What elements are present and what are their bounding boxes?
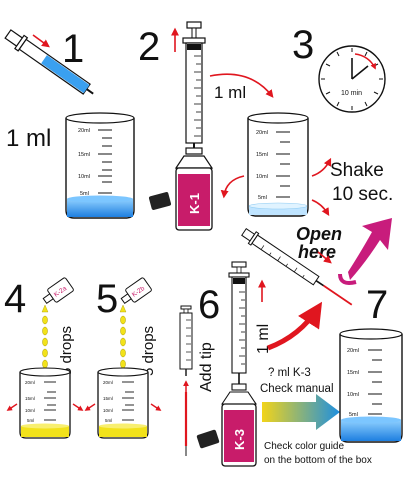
step-5-swirl-left bbox=[84, 403, 96, 411]
step-7-vessel: 20ml 15ml 10ml 5ml bbox=[339, 328, 403, 443]
step-1-volume: 1 ml bbox=[6, 125, 51, 152]
step-6-number: 6 bbox=[198, 283, 220, 327]
k3-label-panel bbox=[224, 410, 254, 462]
step-2-cap bbox=[148, 192, 172, 210]
s3-scale-10ml: 10ml bbox=[256, 174, 268, 180]
step-1-blue-liquid bbox=[67, 199, 133, 217]
step-7-number: 7 bbox=[366, 283, 388, 327]
step-7-blue-liquid bbox=[341, 420, 401, 441]
step-6-note-line2: Check manual bbox=[260, 383, 334, 395]
step-2-volume: 1 ml bbox=[214, 83, 246, 102]
color-guide-line2: on the bottom of the box bbox=[264, 455, 372, 466]
step-7: 7 20ml 15ml 10ml bbox=[241, 227, 403, 443]
s7-scale-15ml: 15ml bbox=[347, 370, 359, 376]
step-5-number: 5 bbox=[96, 277, 118, 321]
s5-scale-15ml: 15ml bbox=[103, 396, 113, 401]
step-6-add-tip: Add tip bbox=[198, 342, 215, 392]
step-6-cap bbox=[196, 429, 220, 449]
scale-20ml: 20ml bbox=[78, 128, 90, 134]
step-5-vessel: 20ml 15ml 10ml 5ml bbox=[97, 367, 149, 439]
step-4-swirl-right bbox=[72, 403, 84, 411]
shake-time: 10 sec. bbox=[332, 184, 393, 205]
step-1-number: 1 bbox=[62, 27, 84, 71]
k1-label: K-1 bbox=[187, 193, 202, 214]
step-3-timer-icon: 10 min bbox=[318, 45, 386, 113]
shake-arrow-left bbox=[220, 175, 245, 199]
step-2-transfer-arrow bbox=[209, 73, 274, 98]
step-1: 1 1 ml 20ml 15ml 10ml 5ml bbox=[4, 27, 135, 219]
step-4-swirl-left bbox=[6, 403, 18, 411]
step-7-syringe bbox=[241, 227, 353, 306]
color-guide-line1: Check color guide bbox=[264, 441, 344, 452]
step-5: 5 K-2b 5 drops 20ml 15ml 10ml 5ml bbox=[84, 277, 162, 439]
open-here-line2: here bbox=[298, 242, 336, 262]
step-5-yellow-liquid bbox=[99, 426, 147, 437]
scale-5ml: 5ml bbox=[80, 191, 89, 197]
step-6-transfer-arrow bbox=[267, 301, 323, 351]
step-7-push-arrow bbox=[317, 251, 332, 264]
s5-scale-20ml: 20ml bbox=[103, 380, 113, 385]
s7-scale-20ml: 20ml bbox=[347, 348, 359, 354]
step-4-yellow-liquid bbox=[21, 426, 69, 437]
s5-scale-5ml: 5ml bbox=[105, 418, 112, 423]
step-4-drops-label: 5 drops bbox=[58, 326, 75, 376]
step-5-swirl-right bbox=[150, 403, 162, 411]
step-5-dropper: K-2b bbox=[120, 277, 152, 305]
k3-label: K-3 bbox=[232, 429, 247, 450]
step-3: 3 10 min bbox=[220, 23, 393, 217]
step-3-number: 3 bbox=[292, 23, 314, 67]
shake-label: Shake bbox=[330, 160, 384, 181]
k1-label-panel bbox=[178, 174, 210, 226]
step-6-syringe bbox=[228, 261, 250, 384]
step-5-drops-label: 5 drops bbox=[140, 326, 157, 376]
step-2-syringe bbox=[182, 21, 206, 152]
step-2-number: 2 bbox=[138, 25, 160, 69]
s4-scale-5ml: 5ml bbox=[27, 418, 34, 423]
s5-scale-10ml: 10ml bbox=[103, 408, 113, 413]
step-6-bottle: K-3 bbox=[220, 383, 258, 467]
open-here-line1: Open bbox=[296, 224, 342, 244]
step-6-tip-syringe bbox=[179, 305, 193, 456]
step-6-note-line1: ? ml K-3 bbox=[268, 367, 311, 379]
color-guide-arrow bbox=[262, 394, 340, 430]
s3-scale-15ml: 15ml bbox=[256, 152, 268, 158]
s7-scale-5ml: 5ml bbox=[349, 412, 358, 418]
timer-label: 10 min bbox=[341, 90, 362, 97]
s4-scale-20ml: 20ml bbox=[25, 380, 35, 385]
step-3-vessel: 20ml 15ml 10ml 5ml bbox=[247, 112, 309, 217]
step-2: 2 K-1 1 ml bbox=[138, 21, 274, 231]
step-1-syringe bbox=[4, 29, 94, 95]
open-here-arrow bbox=[348, 218, 392, 280]
s4-scale-15ml: 15ml bbox=[25, 396, 35, 401]
scale-15ml: 15ml bbox=[78, 152, 90, 158]
step-4-vessel: 20ml 15ml 10ml 5ml bbox=[19, 367, 71, 439]
k2b-drops bbox=[120, 315, 126, 369]
s3-scale-20ml: 20ml bbox=[256, 130, 268, 136]
s4-scale-10ml: 10ml bbox=[25, 408, 35, 413]
step-1-vessel: 20ml 15ml 10ml 5ml bbox=[65, 112, 135, 219]
step-1-push-arrow bbox=[32, 34, 50, 48]
k2a-drops bbox=[42, 315, 48, 369]
step-6: 6 Add tip bbox=[179, 261, 372, 467]
step-4-number: 4 bbox=[4, 277, 26, 321]
shake-arrow-right bbox=[311, 157, 332, 177]
step-4: 4 K-2a 5 drops 20ml 15ml 10ml 5ml bbox=[4, 277, 84, 439]
step-2-bottle: K-1 bbox=[174, 147, 214, 231]
s7-scale-10ml: 10ml bbox=[347, 392, 359, 398]
scale-10ml: 10ml bbox=[78, 174, 90, 180]
step-4-dropper: K-2a bbox=[42, 277, 74, 305]
s3-scale-5ml: 5ml bbox=[258, 195, 267, 201]
shake-arrow-down bbox=[311, 199, 330, 217]
